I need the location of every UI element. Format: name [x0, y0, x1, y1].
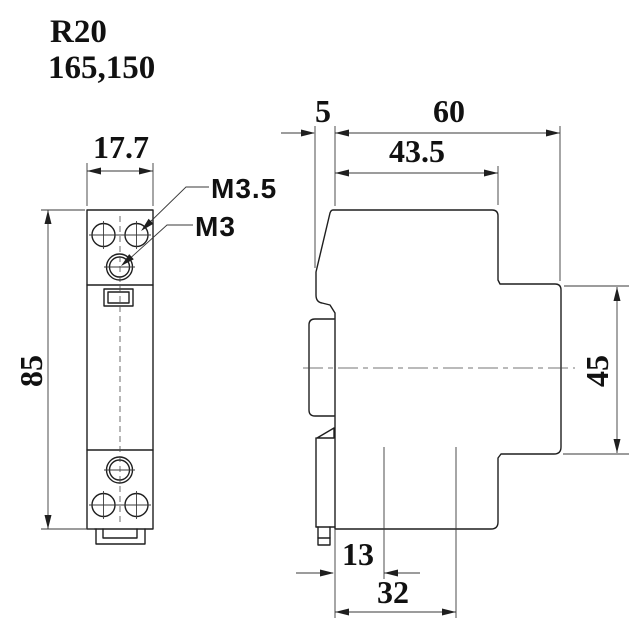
dim-clip-depth: 5 — [281, 93, 331, 137]
callout-m35: M3.5 — [141, 173, 277, 231]
dim-bottom-inset: 13 — [296, 536, 420, 577]
front-body-outline — [86, 209, 154, 530]
front-foot-outer — [95, 528, 146, 545]
dim-front-width: 17.7 — [86, 129, 154, 206]
dim-clip-depth-label: 5 — [315, 93, 331, 129]
title-code: 165,150 — [48, 50, 155, 86]
screw-top-label: M3.5 — [211, 173, 277, 204]
dim-total-depth-label: 60 — [433, 93, 465, 129]
side-body-outline — [315, 209, 562, 530]
indicator-window-outer — [103, 288, 134, 307]
dim-total-depth: 60 — [335, 93, 560, 137]
dim-front-height: 85 — [13, 209, 94, 530]
title-model: R20 — [50, 14, 107, 50]
front-foot-inner — [102, 528, 138, 539]
front-crosshairs — [89, 221, 151, 519]
dim-upper-depth-label: 43.5 — [389, 133, 445, 169]
indicator-window-inner — [107, 291, 130, 304]
dim-bottom-width-label: 32 — [377, 574, 409, 610]
screw-bottom-label: M3 — [195, 211, 236, 242]
dim-front-height-label: 85 — [13, 355, 49, 387]
side-view: 5 60 43.5 45 13 — [281, 93, 629, 618]
dim-front-height-45: 45 — [579, 287, 621, 453]
dim-front-width-label: 17.7 — [93, 129, 149, 165]
dim-bottom-width: 32 — [335, 574, 456, 616]
front-view: 17.7 85 M3.5 M3 — [13, 129, 277, 545]
callout-m3: M3 — [121, 211, 236, 266]
dim-upper-depth: 43.5 — [335, 133, 498, 177]
din-rail-clip — [308, 318, 335, 417]
din-clip-slider — [315, 437, 336, 546]
din-clip-barb — [316, 427, 335, 439]
dim-bottom-inset-label: 13 — [342, 536, 374, 572]
side-extension-lines — [314, 126, 629, 618]
dim-front-height-45-label: 45 — [579, 355, 615, 387]
